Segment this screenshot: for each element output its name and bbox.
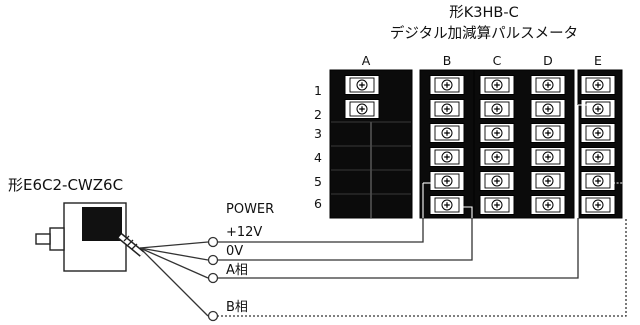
terminal-0v [207,254,219,266]
screw-terminals [344,75,616,215]
wire-label-0v: 0V [226,244,243,259]
screw-a1 [344,75,380,95]
wire-labels: POWER +12V 0V A相 B相 [226,202,274,315]
column-label-e: E [594,53,602,68]
screw-a2 [344,99,380,119]
wire-label-b-phase: B相 [226,300,248,315]
screw-d4 [530,147,566,167]
screw-e4 [580,147,616,167]
screw-c6 [479,195,515,215]
encoder-model-label: 形E6C2-CWZ6C [8,176,123,194]
column-label-a: A [362,53,371,68]
screw-e6 [580,195,616,215]
screw-d2 [530,99,566,119]
wire-label-power: POWER [226,202,274,217]
screw-d6 [530,195,566,215]
row-label-5: 5 [314,174,322,189]
screw-d5 [530,171,566,191]
screw-c3 [479,123,515,143]
screw-c5 [479,171,515,191]
screw-b5 [429,171,465,191]
row-label-1: 1 [314,83,322,98]
terminal-power [207,236,219,248]
terminal-b-phase [207,310,219,322]
screw-d3 [530,123,566,143]
screw-e2 [580,99,616,119]
screw-b1 [429,75,465,95]
screw-d1 [530,75,566,95]
meter-name-label: デジタル加減算パルスメータ [390,24,578,42]
column-label-b: B [443,53,452,68]
screw-c2 [479,99,515,119]
column-label-c: C [493,53,502,68]
wire-label-a-phase: A相 [226,263,248,278]
cable-fanout [139,241,209,317]
screw-b6 [429,195,465,215]
row-labels: 1 2 3 4 5 6 [314,83,322,211]
column-label-d: D [543,53,553,68]
screw-b4 [429,147,465,167]
screw-c4 [479,147,515,167]
row-label-2: 2 [314,107,322,122]
screw-e1 [580,75,616,95]
row-label-4: 4 [314,150,322,165]
screw-b3 [429,123,465,143]
screw-c1 [479,75,515,95]
row-label-6: 6 [314,196,322,211]
row-label-3: 3 [314,126,322,141]
screw-b2 [429,99,465,119]
meter-model-label: 形K3HB-C [449,4,518,21]
screw-e5 [580,171,616,191]
terminal-a-phase [207,272,219,284]
wire-terminals [207,236,219,322]
terminal-block-b [419,69,475,219]
screw-e3 [580,123,616,143]
wire-label-12v: +12V [226,225,262,240]
external-wiring [213,218,627,317]
rotary-encoder-drawing [35,202,145,272]
column-labels: A B C D E [362,53,602,68]
